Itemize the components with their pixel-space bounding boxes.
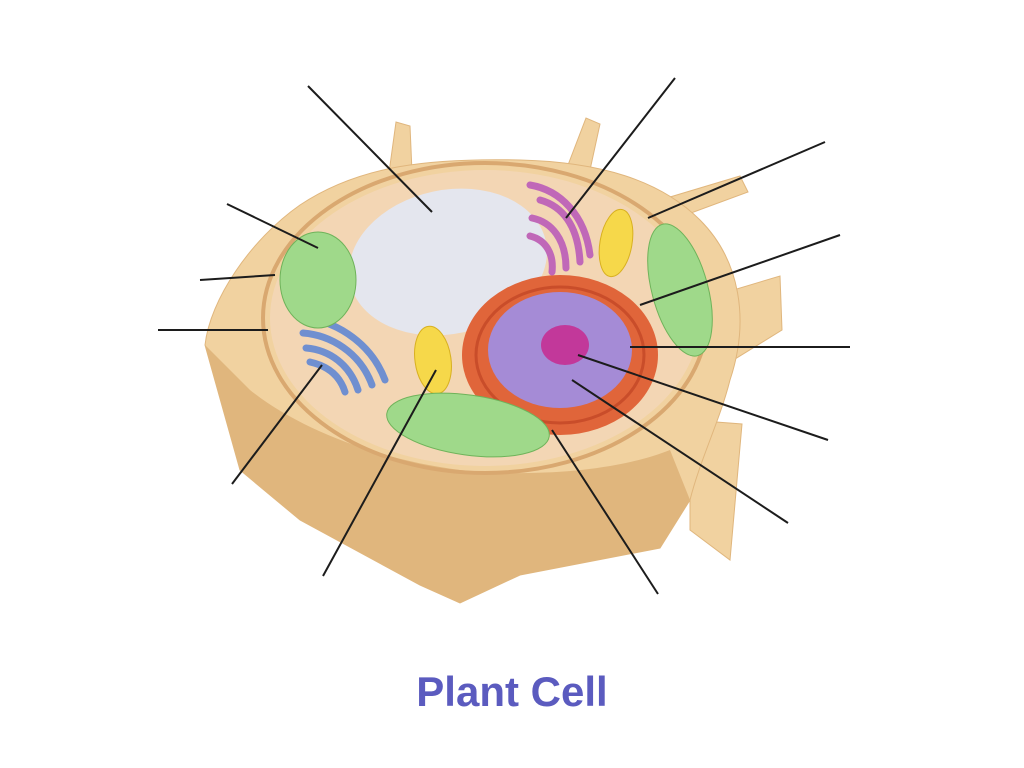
mitochondrion-top [598, 208, 634, 278]
chloroplast-bottom [386, 392, 550, 458]
leader-line-plasma-membrane [199, 274, 276, 281]
leader-line-cell-membrane-right [647, 141, 826, 219]
leader-line-rough-er [639, 234, 841, 306]
leader-line-golgi-purple [565, 77, 676, 219]
leader-line-vacuole [307, 85, 433, 213]
leader-line-cytoplasm [551, 429, 659, 595]
golgi-apparatus-purple [526, 181, 594, 276]
diagram-caption: Plant Cell [416, 668, 608, 715]
leader-line-nucleus [571, 379, 789, 524]
leader-line-golgi-blue [231, 364, 323, 485]
leader-lines [158, 77, 850, 595]
wall-flange-top-right [567, 117, 601, 171]
chloroplast-left [279, 231, 357, 329]
nucleolus [541, 325, 589, 365]
leader-line-mitochondrion [322, 369, 437, 577]
leader-line-chloroplast-left [226, 203, 319, 249]
leader-line-nucleolus [577, 354, 829, 441]
rough-er-inner [474, 285, 646, 425]
cell-wall-side-shade [205, 345, 690, 603]
